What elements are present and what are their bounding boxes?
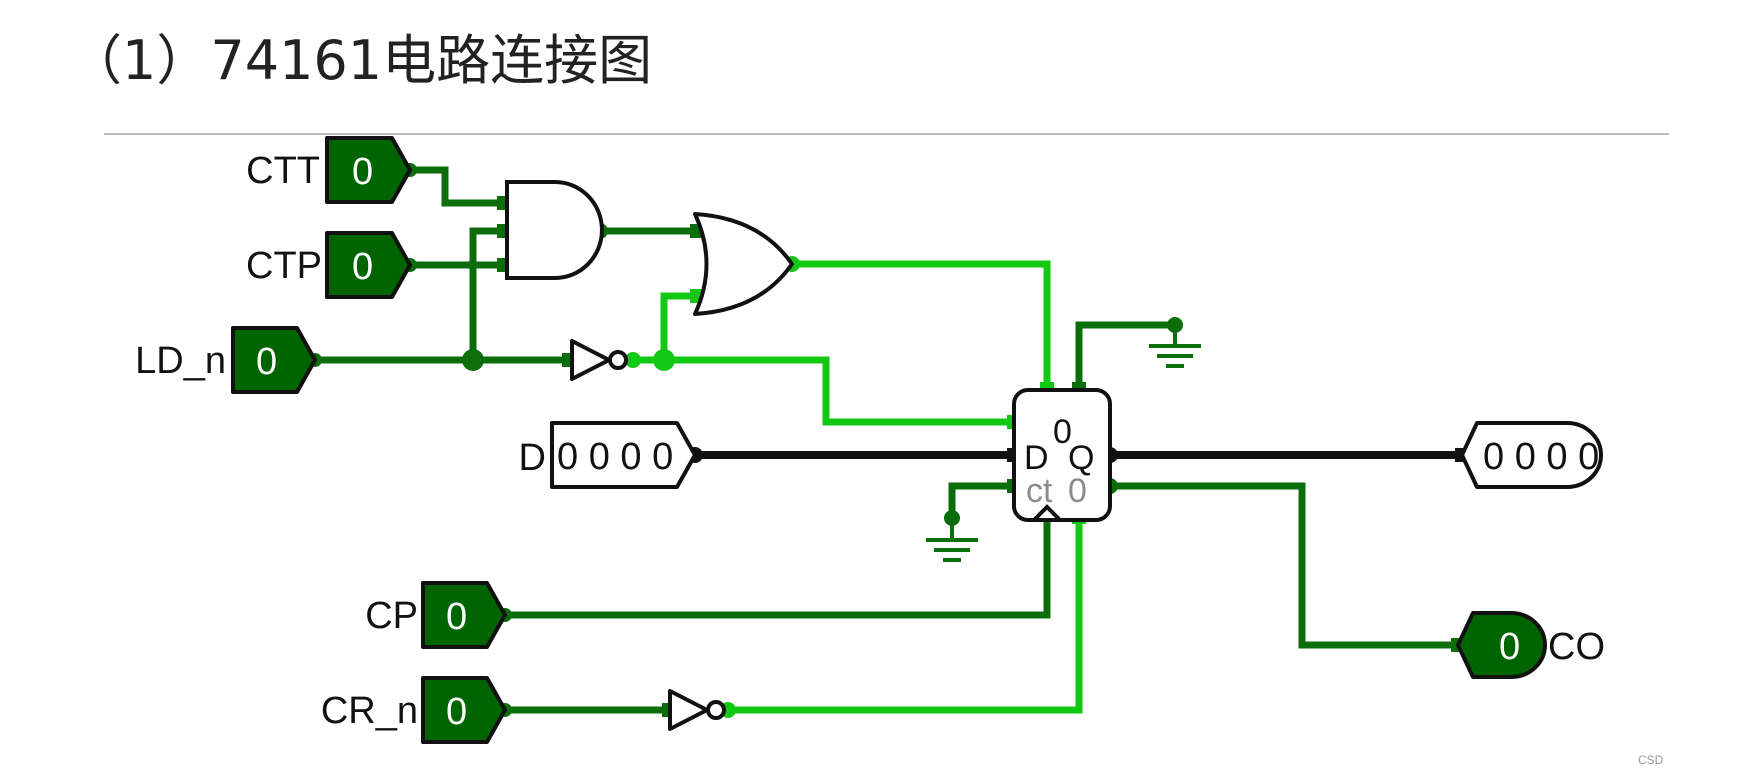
counter-ct-value: 0 [1068, 472, 1087, 510]
input-ld-n-value: 0 [256, 341, 277, 383]
wire-carry [1106, 482, 1462, 649]
junction-not-ld-split [653, 349, 675, 371]
wire-top-ground [1075, 321, 1179, 394]
input-ctt[interactable]: CTT 0 [246, 136, 412, 204]
input-d-body [550, 421, 697, 489]
input-cp-body [421, 581, 507, 649]
divider [104, 133, 1669, 135]
counter-ct-label: ct [1026, 472, 1053, 510]
counter-74161: 0 D Q ct 0 [1012, 388, 1112, 522]
output-co: 0 CO [1456, 611, 1605, 679]
counter-d-label: D [1024, 439, 1049, 477]
input-d[interactable]: D 0 0 0 0 [519, 421, 697, 489]
counter-count-value: 0 [1053, 413, 1072, 451]
not-gate-cr [668, 689, 726, 731]
input-ctt-label: CTT [246, 150, 320, 192]
wire-not-ld-or [660, 292, 704, 364]
input-d-label: D [519, 437, 546, 479]
wire-or-out [788, 260, 1051, 394]
output-co-label: CO [1548, 626, 1605, 668]
input-d-value: 0 0 0 0 [557, 436, 673, 478]
input-cp-value: 0 [446, 596, 467, 638]
input-ctp-label: CTP [246, 245, 322, 287]
wire-cp [501, 516, 1051, 619]
wire-ctt [406, 166, 506, 207]
page-title: （1）74161电路连接图 [68, 29, 653, 92]
input-cr-n[interactable]: CR_n 0 [321, 676, 507, 744]
input-ld-n[interactable]: LD_n 0 [135, 326, 317, 394]
output-co-value: 0 [1499, 626, 1520, 668]
not-gate-ld-body [570, 339, 611, 381]
watermark: CSD [1638, 753, 1664, 767]
wire-not-ld [629, 356, 1018, 426]
counter-q-label: Q [1068, 439, 1094, 477]
not-gate-cr-bubble [706, 700, 726, 720]
output-q-body [1460, 421, 1603, 489]
input-ctp-value: 0 [352, 246, 373, 288]
input-ctp-body [325, 231, 412, 299]
output-q: 0 0 0 0 [1460, 421, 1603, 489]
input-ld-n-body [231, 326, 317, 394]
output-co-body [1456, 611, 1547, 679]
clock-triangle-icon [1032, 504, 1062, 522]
output-q-value: 0 0 0 0 [1483, 436, 1599, 478]
ground-icon-top [1149, 325, 1201, 368]
wires-dark [311, 166, 1462, 714]
counter-body [1012, 388, 1112, 522]
not-gate-cr-body [668, 689, 709, 731]
ground-icon-left [926, 518, 978, 562]
input-cr-n-body [421, 676, 507, 744]
junction-not-ld-out [625, 352, 641, 368]
wire-ld-n-branch [469, 227, 506, 364]
wire-left-ground [948, 482, 1018, 522]
not-gate-ld [570, 339, 628, 381]
input-cr-n-label: CR_n [321, 690, 418, 732]
input-ctt-value: 0 [352, 151, 373, 193]
input-cp[interactable]: CP 0 [365, 581, 507, 649]
input-ctt-body [325, 136, 412, 204]
wire-not-cr [724, 516, 1083, 714]
not-gate-ld-bubble [608, 350, 628, 370]
input-ld-n-label: LD_n [135, 340, 226, 382]
wires-bright [629, 260, 1083, 714]
input-ctp[interactable]: CTP 0 [246, 231, 412, 299]
and-gate [505, 180, 604, 280]
input-cp-label: CP [365, 595, 418, 637]
or-gate [693, 212, 794, 316]
input-cr-n-value: 0 [446, 691, 467, 733]
junction-ld-n-split [462, 349, 484, 371]
